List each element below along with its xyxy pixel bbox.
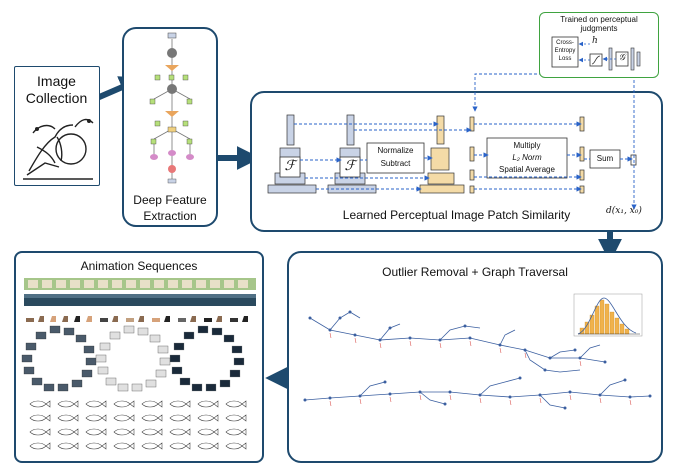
image-collection-panel: Image Collection [14,66,100,186]
trained-title-2: judgments [580,24,618,33]
outlier-panel [287,251,663,463]
frames-row-2 [24,294,256,306]
frames-row-3 [26,316,248,322]
fish-row-2 [29,414,247,422]
deep-feature-title-1: Deep Feature [133,193,207,207]
distance-label: d(x₁, x₀) [606,206,642,216]
ring-3 [169,325,245,392]
image-collection-title-2: Collection [25,90,88,106]
g-symbol: 𝒢 [618,53,626,63]
trained-title-1: Trained on perceptual [560,15,638,24]
multiply-box [486,137,568,179]
fish-row-3 [29,428,247,436]
ring-2 [95,325,171,392]
f-block-1 [279,156,301,178]
sketch-drawing [23,118,94,180]
sum-label: Sum [596,154,614,163]
deep-feature-panel: Deep Feature Extraction [122,27,218,227]
lpips-title: Learned Perceptual Image Patch Similarit… [342,208,571,222]
frames-row-1 [24,278,256,290]
graph-lower-nodes [303,376,652,410]
ring-1 [21,325,97,392]
normalize-label-2: Subtract [380,159,411,168]
multiply-label-1: Multiply [513,141,541,150]
loss-box [551,36,579,68]
normalize-box [366,142,425,174]
f-symbol-2: ℱ [344,158,356,174]
multiply-label-3: Spatial Average [499,165,555,174]
fish-row-4 [29,442,247,450]
image-collection-title-1: Image [37,73,76,89]
graph-lower-labels [329,394,632,407]
histogram-inset [573,293,643,337]
loss-label-3: Loss [558,56,572,62]
loss-label-1: Cross- [556,40,574,46]
multiply-label-2: L₂ Norm [512,153,542,162]
graph-upper-labels [329,332,582,367]
normalize-label-1: Normalize [377,146,414,155]
f-block-2 [339,156,361,178]
loss-label-2: Entropy [554,48,576,54]
h-label: h [592,36,598,46]
fish-grid [29,400,247,450]
fish-row-1 [29,400,247,408]
outlier-title: Outlier Removal + Graph Traversal [382,265,568,279]
f-symbol-1: ℱ [284,158,296,174]
network-graph [149,32,194,184]
graph-upper-nodes [308,310,607,372]
animation-title: Animation Sequences [80,259,198,273]
deep-feature-title-2: Extraction [143,209,197,223]
